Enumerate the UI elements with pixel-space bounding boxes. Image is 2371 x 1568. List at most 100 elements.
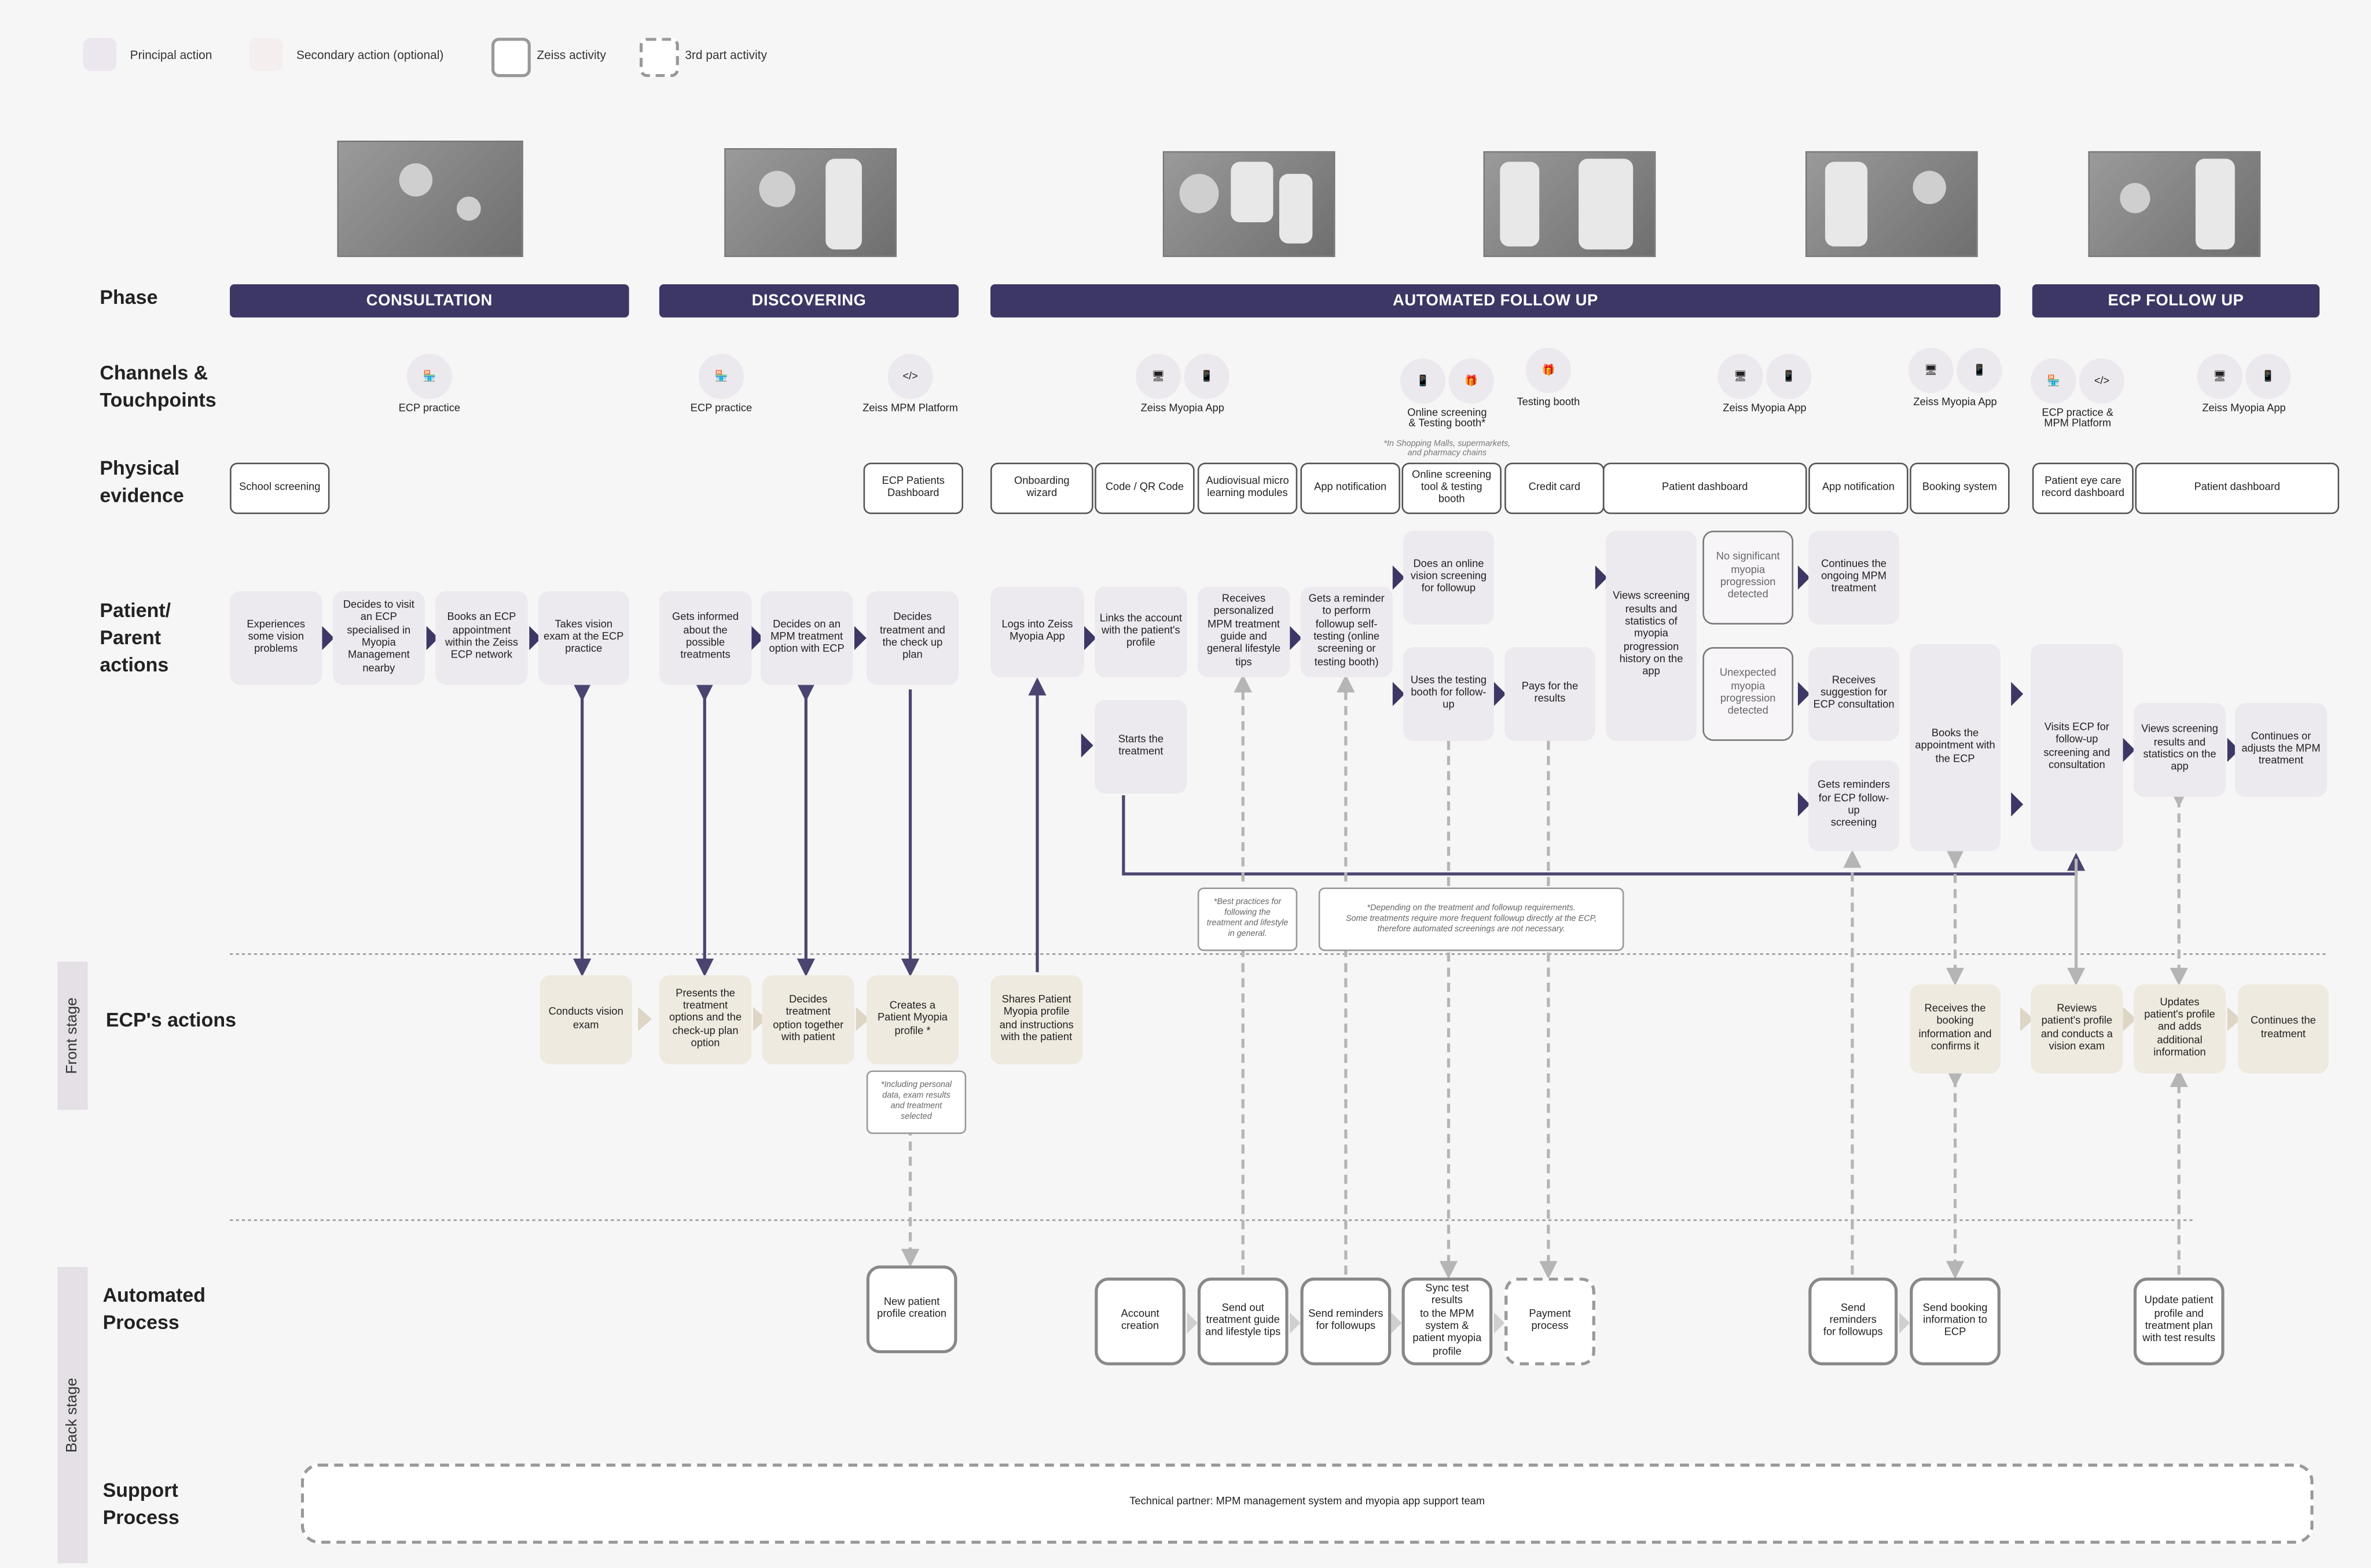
booth-icon: 🎁 [1525, 347, 1572, 394]
section-patient: Patient/ Parent actions [100, 598, 171, 676]
channel-myopia-app-2: 🖥📱 Zeiss Myopia App [1689, 354, 1840, 414]
zeiss-swatch [491, 38, 531, 78]
flow-chevron [1493, 682, 1506, 706]
flow-chevron [2227, 1007, 2241, 1031]
channel-label: Zeiss Myopia App [1723, 403, 1807, 414]
note-best-practices: *Best practices for following the treatm… [1197, 887, 1298, 952]
booth-illustration [1483, 151, 1656, 258]
patient-action-takes-exam: Takes vision exam at the ECP practice [538, 591, 629, 685]
pe-school-screening: School screening [230, 462, 330, 515]
ecp-followup-illustration [2088, 151, 2261, 258]
auto-send-booking: Send booking information to ECP [1910, 1277, 2001, 1365]
monitor-eye-icon: 🖥 [1135, 354, 1181, 399]
flow-chevron [1392, 682, 1405, 706]
patient-action-views-results: Views screening results and statistics o… [1606, 530, 1697, 741]
channel-note: *In Shopping Malls, supermarkets, and ph… [1383, 440, 1511, 458]
patient-action-decides-option: Decides on an MPM treatment option with … [760, 591, 853, 685]
flow-chevron [529, 626, 542, 651]
third-party-swatch [639, 38, 679, 78]
flow-chevron [1084, 626, 1096, 651]
section-ecp: ECP's actions [105, 1008, 236, 1031]
patient-action-online-screening: Does an online vision screening for foll… [1403, 530, 1494, 625]
channel-label: Online screening & Testing booth* [1407, 408, 1487, 429]
patient-action-gets-reminder: Gets a reminder to perform followup self… [1300, 586, 1393, 678]
patient-action-visits-ecp: Visits ECP for follow-up screening and c… [2031, 644, 2123, 851]
patient-action-gets-ecp-reminders: Gets reminders for ECP follow-up screeni… [1808, 760, 1899, 851]
store-icon: 🏪 [698, 354, 744, 399]
pe-credit-card: Credit card [1504, 462, 1605, 515]
patient-action-gets-informed: Gets informed about the possible treatme… [659, 591, 752, 685]
auto-send-reminders: Send reminders for followups [1300, 1277, 1392, 1365]
flow-chevron [1290, 626, 1302, 651]
channel-ecp-practice: 🏪 ECP practice [354, 354, 505, 414]
ecp-action-updates-profile: Updates patient's profile and adds addit… [2133, 984, 2226, 1074]
outcome-unexpected-progression: Unexpected myopia progression detected [1702, 647, 1794, 741]
channel-online-screening: 📱🎁 Online screening & Testing booth* *In… [1364, 348, 1530, 469]
legend-secondary: Secondary action (optional) [296, 48, 444, 63]
phase-consultation: CONSULTATION [230, 284, 629, 318]
auto-sync-results: Sync test results to the MPM system & pa… [1401, 1277, 1493, 1365]
channel-mpm-platform: </> Zeiss MPM Platform [835, 354, 986, 414]
flow-chevron [856, 1007, 870, 1031]
pe-screening-tool: Online screening tool & testing booth [1401, 462, 1502, 515]
patient-action-starts-treatment: Starts the treatment [1095, 700, 1187, 794]
flow-chevron [1081, 733, 1093, 758]
ecp-action-decides-option: Decides treatment option together with p… [762, 975, 854, 1064]
channel-label: Zeiss Myopia App [2202, 403, 2286, 414]
dashboard-illustration [1805, 151, 1978, 258]
monitor-eye-icon: 🖥 [1908, 347, 1954, 394]
pe-ecp-patients-dashboard: ECP Patients Dashboard [863, 462, 963, 515]
note-profile: *Including personal data, exam results a… [866, 1070, 967, 1134]
auto-update-profile: Update patient profile and treatment pla… [2133, 1277, 2225, 1365]
channel-label: ECP practice & MPM Platform [2042, 408, 2113, 429]
patient-action-books-ecp: Books an ECP appointment within the Zeis… [435, 591, 528, 685]
auto-send-reminders-2: Send reminders for followups [1808, 1277, 1898, 1365]
channel-myopia-app-3: 🖥📱 Zeiss Myopia App [1880, 347, 2031, 408]
channel-label: ECP practice [398, 403, 461, 414]
flow-chevron [1899, 1312, 1910, 1334]
flow-chevron [2123, 1007, 2137, 1031]
principal-swatch [83, 38, 117, 71]
flow-chevron [1290, 1312, 1301, 1334]
app-illustration [1162, 151, 1335, 258]
flow-chevron [1187, 1312, 1198, 1334]
patient-action-continues-treatment: Continues the ongoing MPM treatment [1808, 530, 1899, 625]
booth-icon: 🎁 [1448, 358, 1494, 404]
auto-send-guide: Send out treatment guide and lifestyle t… [1197, 1277, 1289, 1365]
pe-qr-code: Code / QR Code [1095, 462, 1195, 515]
legend-third: 3rd part activity [685, 48, 768, 63]
patient-action-receives-suggestion: Receives suggestion for ECP consultation [1808, 647, 1899, 741]
auto-payment-process: Payment process [1504, 1277, 1595, 1365]
phone-eye-icon: 📱 [1400, 358, 1446, 404]
channel-testing-booth: 🎁 Testing booth [1503, 347, 1594, 408]
monitor-code-icon: </> [2079, 358, 2125, 404]
section-support: Support Process [102, 1478, 179, 1529]
channel-label: Zeiss Myopia App [1140, 403, 1224, 414]
ecp-action-conducts-exam: Conducts vision exam [539, 975, 632, 1064]
ecp-action-reviews-profile: Reviews patient's profile and conducts a… [2031, 984, 2123, 1074]
phase-discovering: DISCOVERING [659, 284, 959, 318]
section-physical: Physical evidence [100, 456, 184, 507]
flow-chevron [2123, 737, 2135, 762]
pe-patient-dashboard-2: Patient dashboard [2135, 462, 2340, 515]
support-process-box: Technical partner: MPM management system… [300, 1463, 2314, 1544]
pe-booking-system: Booking system [1910, 462, 2010, 515]
auto-account-creation: Account creation [1095, 1277, 1186, 1365]
flow-chevron [2011, 792, 2024, 817]
pe-eye-care-record: Patient eye care record dashboard [2032, 462, 2134, 515]
flow-chevron [2227, 737, 2240, 762]
ecp-action-shares-profile: Shares Patient Myopia profile and instru… [990, 975, 1083, 1064]
flow-chevron [2020, 1007, 2034, 1031]
patient-action-decides-plan: Decides treatment and the check up plan [866, 591, 959, 685]
pe-learning-modules: Audiovisual micro learning modules [1197, 462, 1298, 515]
pe-app-notification-2: App notification [1808, 462, 1908, 515]
channel-ecp-mpm: 🏪</> ECP practice & MPM Platform [2017, 348, 2138, 440]
channel-label: ECP practice [690, 403, 753, 414]
patient-action-decides-visit-ecp: Decides to visit an ECP specialised in M… [332, 591, 425, 685]
note-followup: *Depending on the treatment and followup… [1318, 887, 1624, 952]
flow-chevron [854, 626, 867, 651]
section-phase: Phase [100, 285, 158, 309]
flow-chevron [1797, 792, 1810, 817]
flow-chevron [1392, 565, 1405, 590]
